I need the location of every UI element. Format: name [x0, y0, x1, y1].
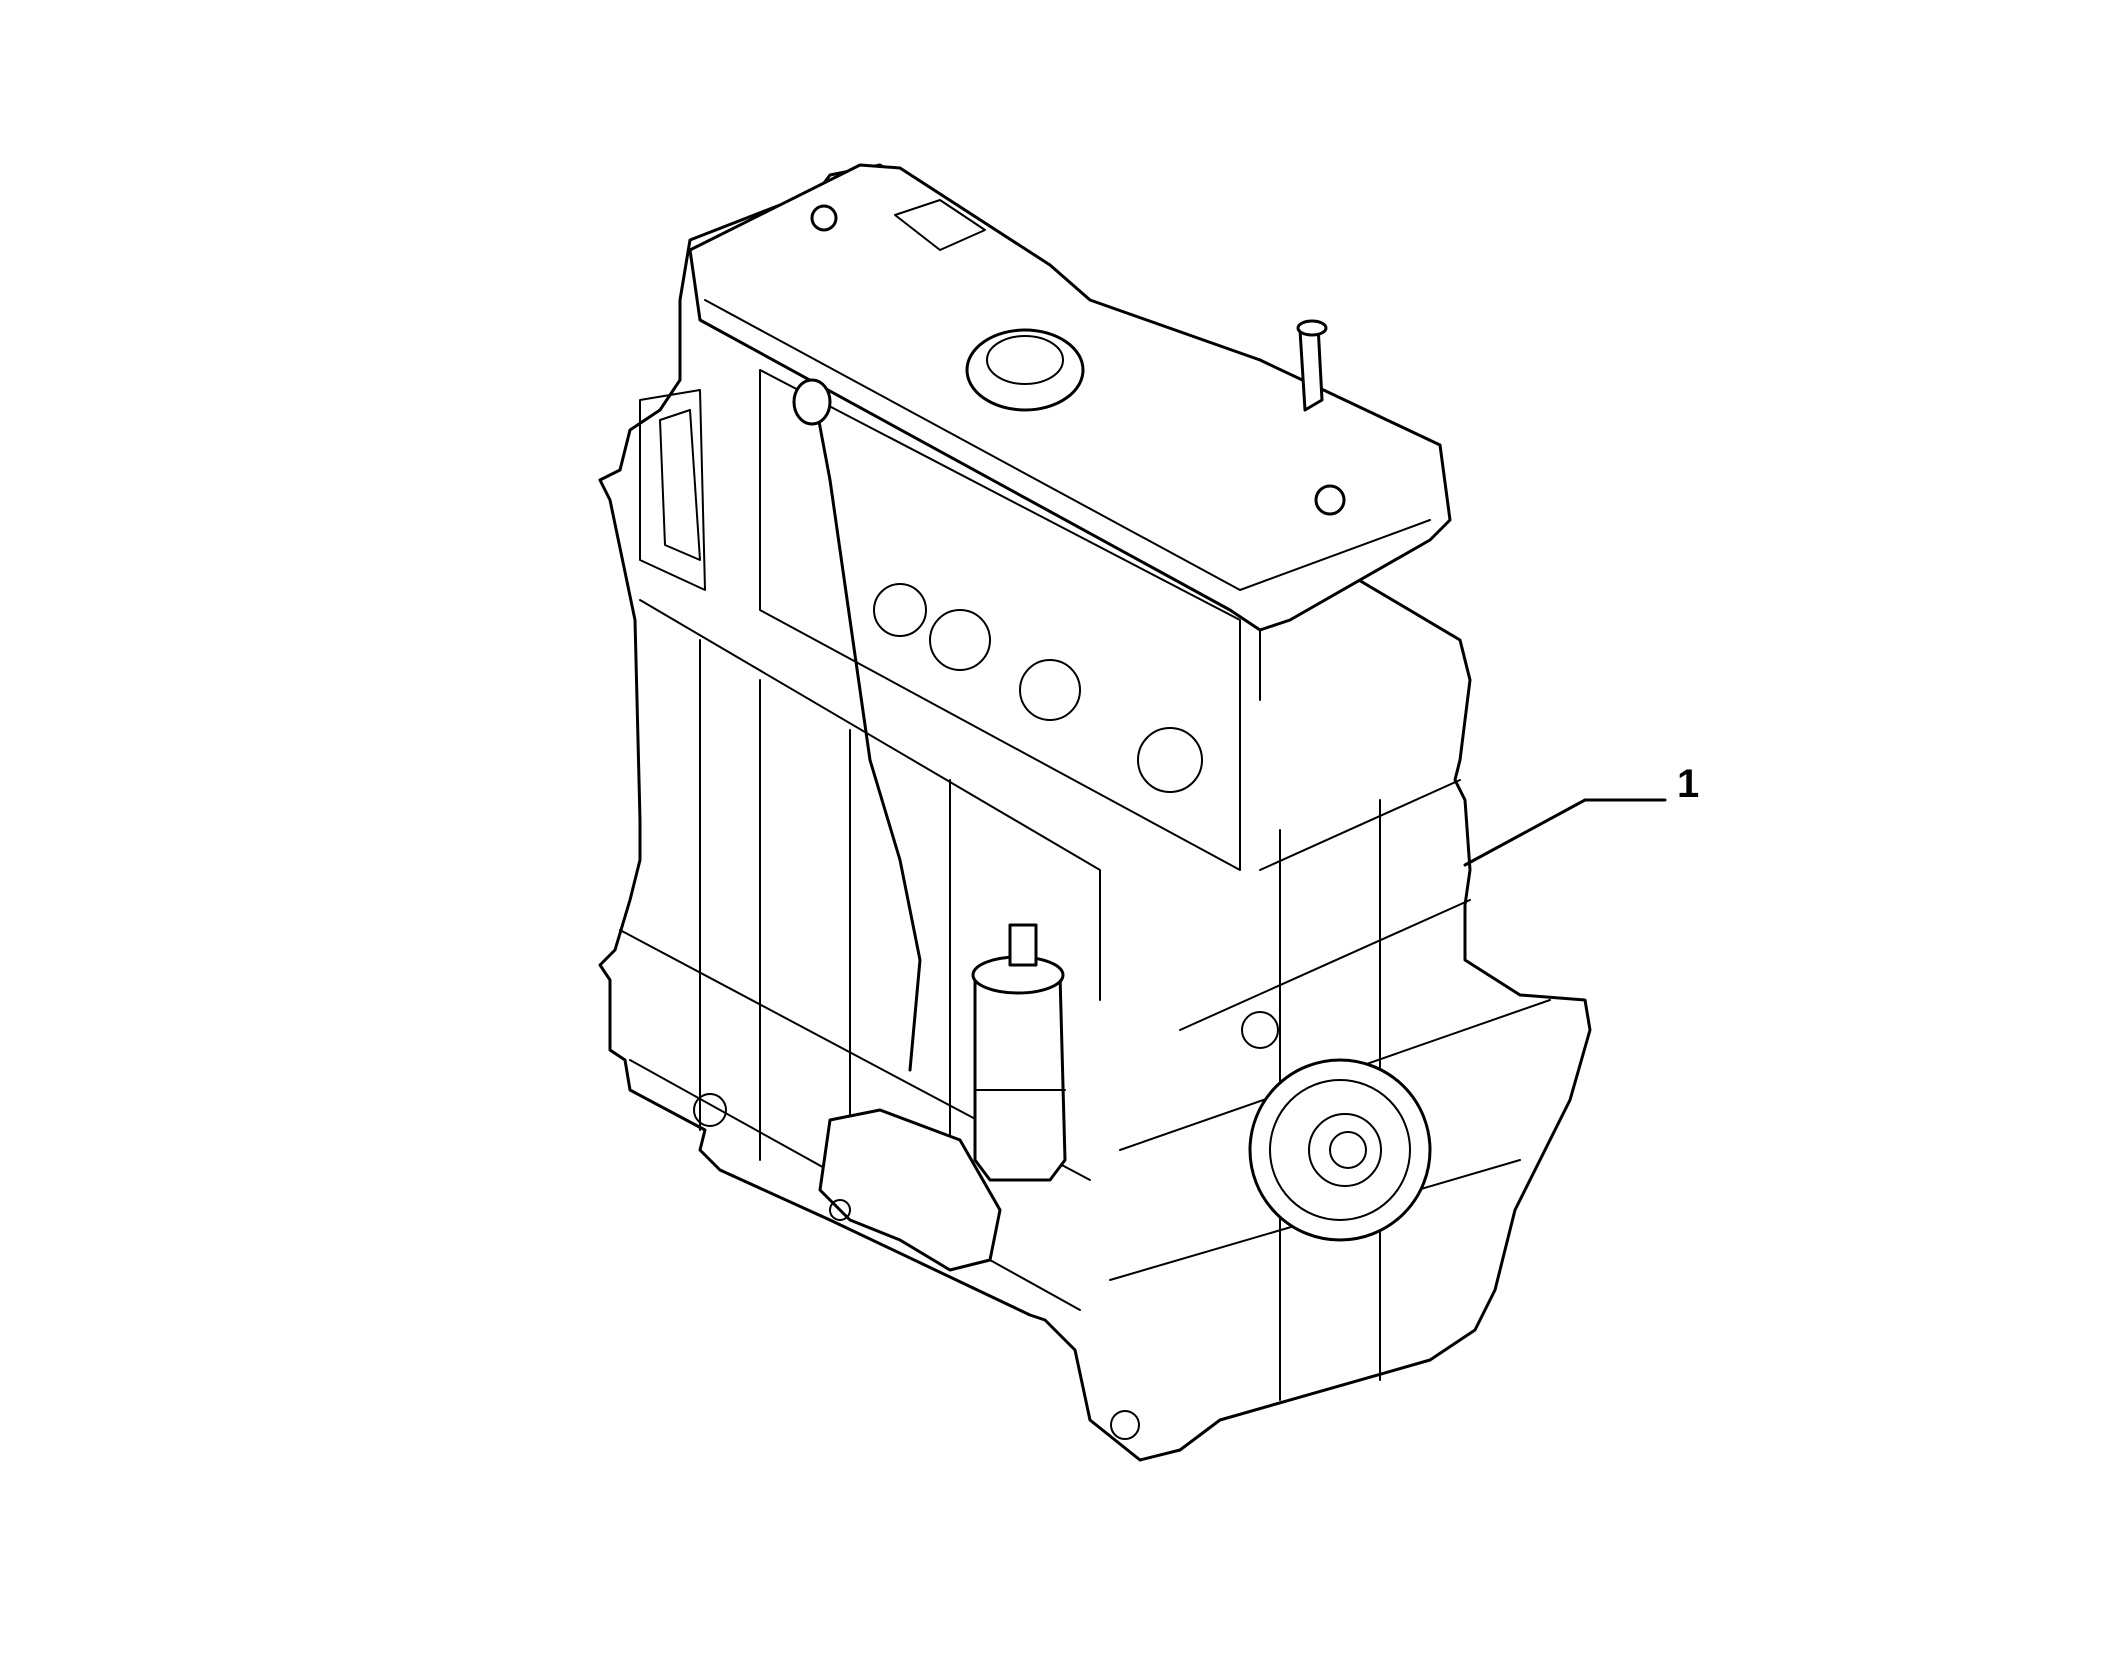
bolt-icon [810, 204, 838, 232]
callout-leader-line [1463, 798, 1667, 867]
water-pipe [818, 1108, 1002, 1272]
oil-cap-icon [965, 328, 1085, 412]
dipstick-handle-icon [792, 378, 832, 426]
flywheel-icon [1248, 1058, 1432, 1242]
dipstick [813, 398, 922, 1072]
bolt-icon [1314, 484, 1346, 516]
oil-filter [973, 973, 1067, 1182]
callout-number-1: 1 [1677, 762, 1700, 806]
valve-cover [688, 163, 1452, 632]
breather-pipe [1298, 323, 1324, 412]
